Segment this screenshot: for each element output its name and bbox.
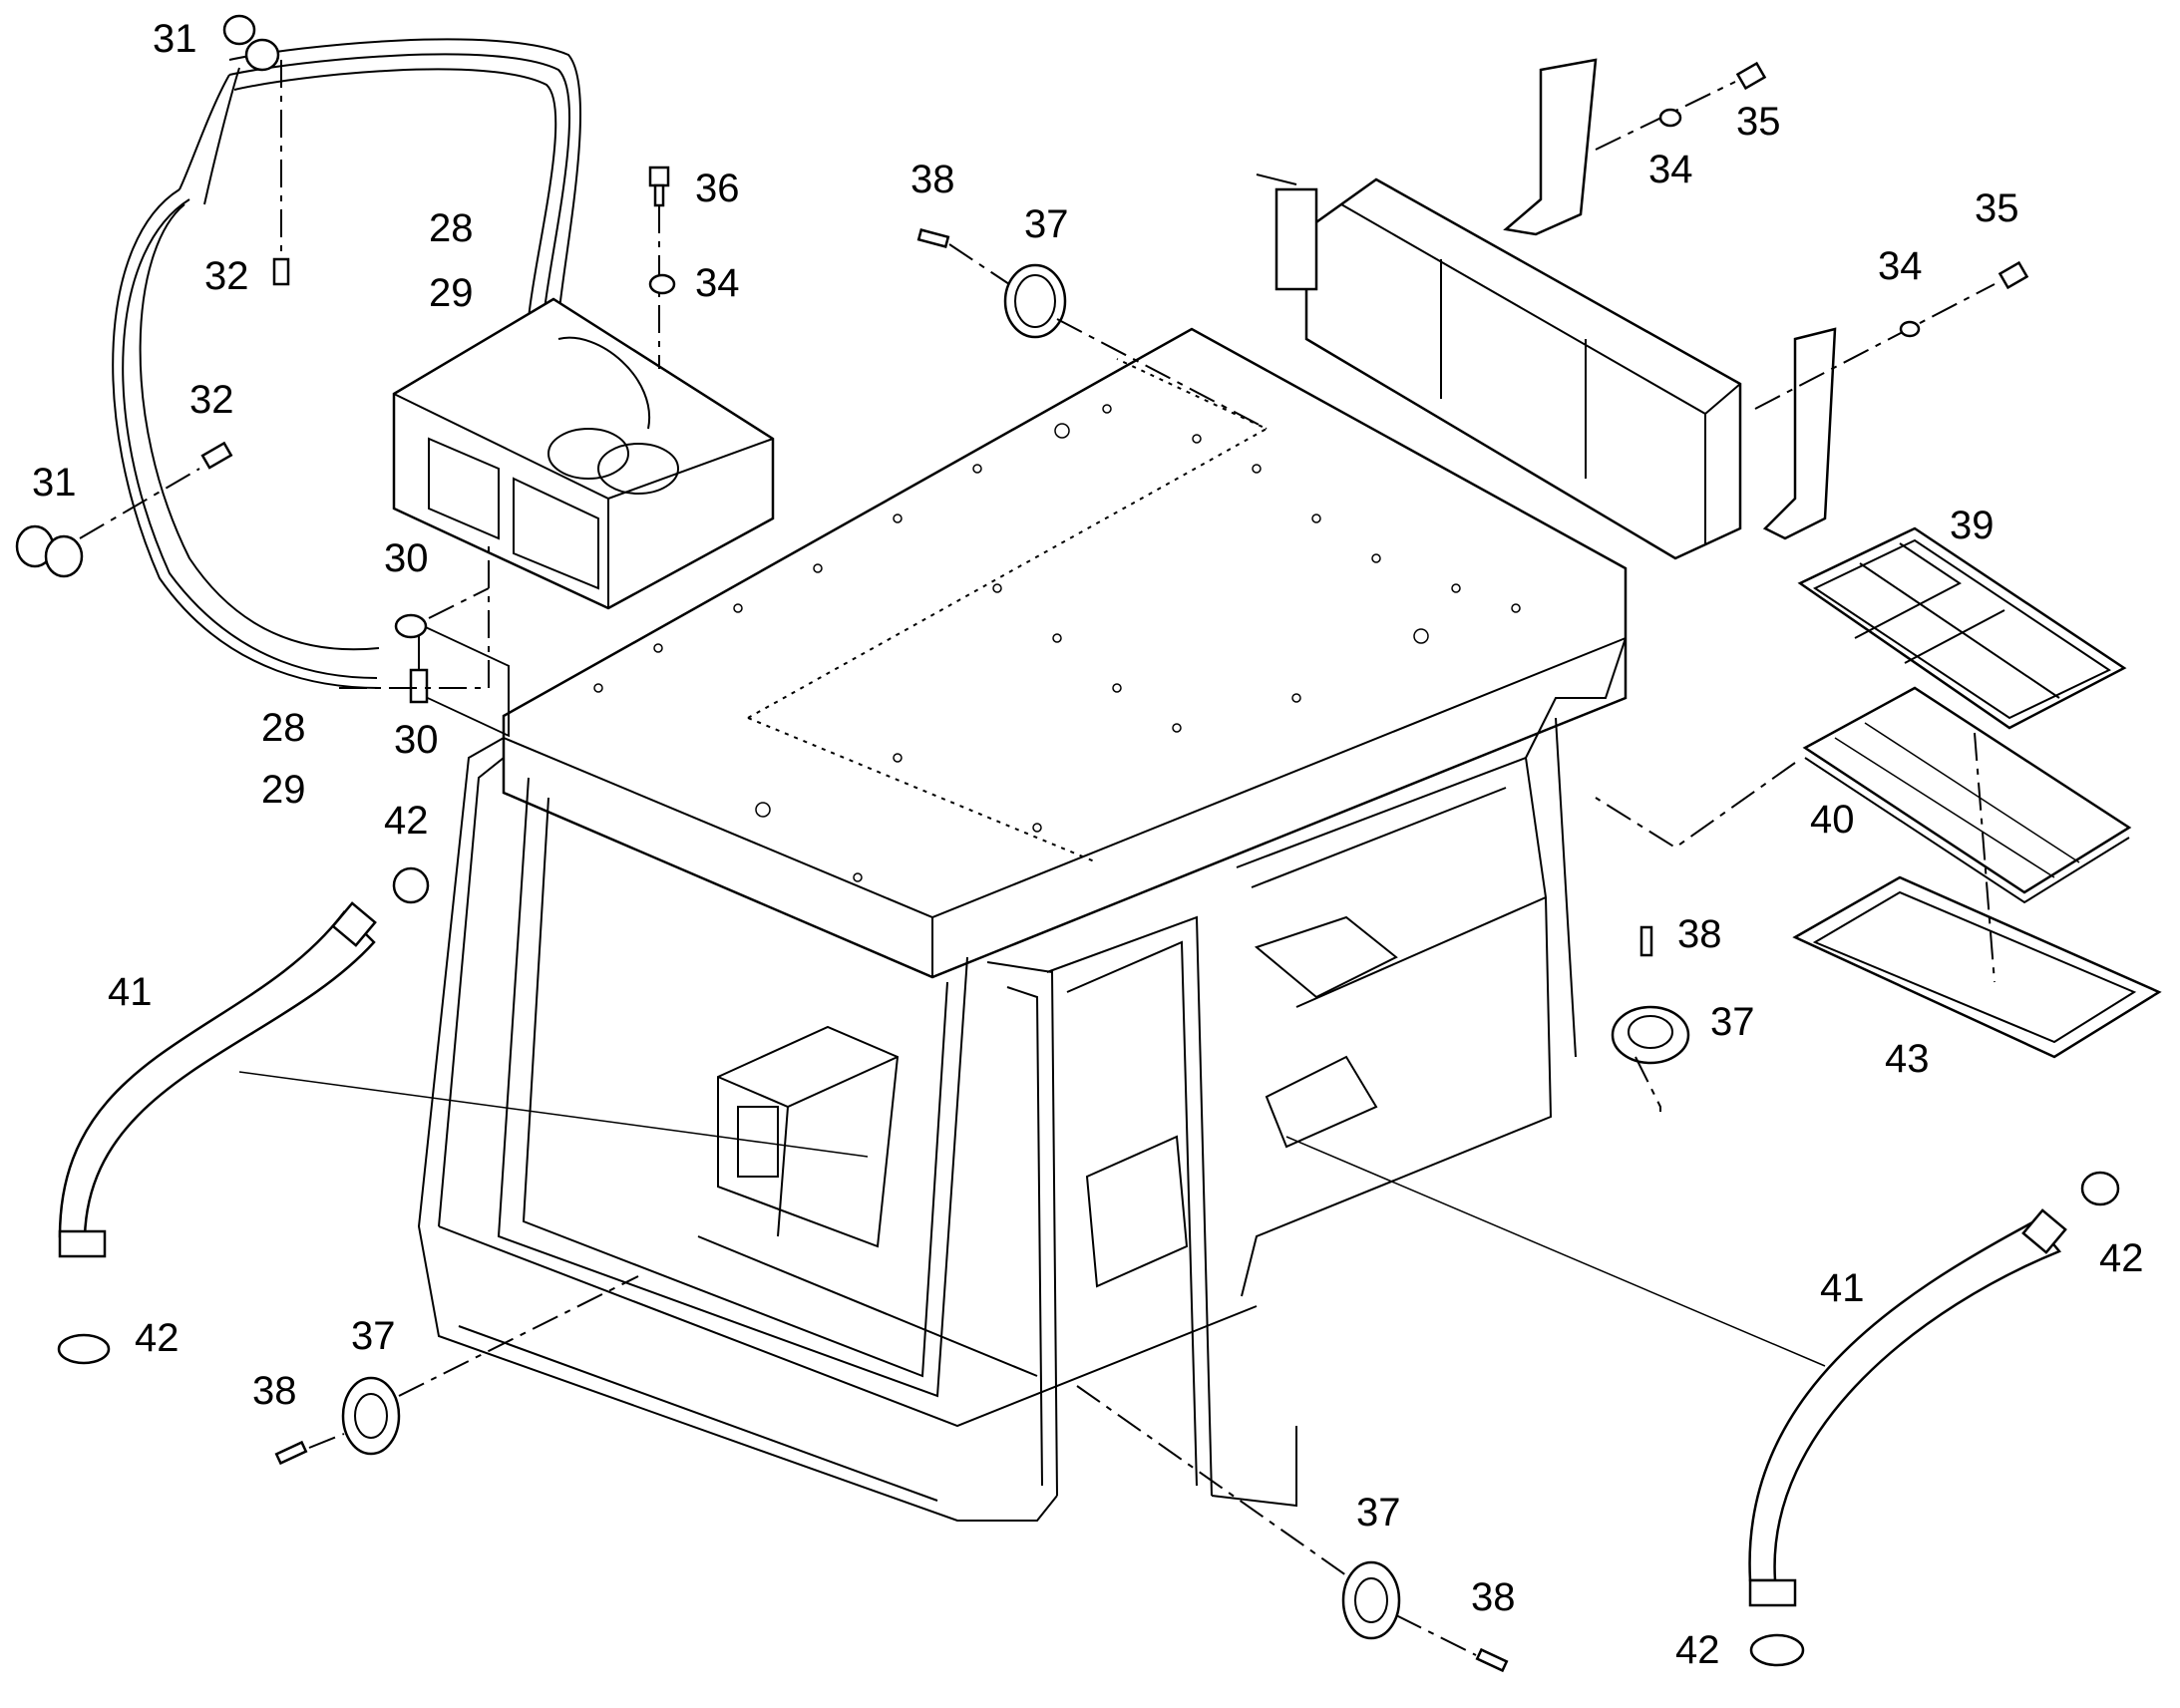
hose-41-left — [58, 901, 377, 1258]
gasket-43 — [1792, 732, 2162, 1059]
label-35-top: 35 — [1736, 100, 1781, 144]
label-30-top: 30 — [384, 536, 429, 580]
ring-42-c — [2080, 1171, 2120, 1206]
label-37-right: 37 — [1710, 1000, 1755, 1044]
label-43: 43 — [1885, 1037, 1930, 1081]
cap-37-top — [1003, 263, 1268, 430]
label-42-right: 42 — [2099, 1236, 2144, 1280]
label-32-top: 32 — [204, 254, 249, 298]
screw-38-bottom-left — [274, 1433, 345, 1466]
cab-body — [417, 327, 1628, 1522]
heater-unit — [392, 297, 775, 738]
screw-38-top — [916, 228, 1010, 285]
bracket-right — [1762, 327, 1837, 540]
label-34-right: 34 — [1878, 244, 1923, 288]
screw-32-b — [79, 441, 233, 539]
clamp-30-a — [394, 587, 490, 639]
label-34-left: 34 — [695, 261, 740, 305]
leader-41-right — [1285, 1136, 1826, 1367]
bolt-36 — [648, 166, 670, 369]
ring-42-a — [392, 866, 430, 904]
washer-34-b — [1658, 108, 1682, 128]
ring-42-d — [1749, 1633, 1805, 1667]
label-34-top-right: 34 — [1648, 148, 1693, 191]
screw-38-right — [1639, 925, 1653, 957]
leader-41-left — [238, 1071, 869, 1158]
grommet-31-top — [222, 14, 280, 72]
label-30-bottom: 30 — [394, 718, 439, 762]
part-labels: 31 32 36 28 29 34 32 31 30 28 30 29 42 4… — [32, 17, 2144, 1672]
filter-leader — [1595, 762, 1796, 850]
label-37-top: 37 — [1024, 202, 1069, 246]
ring-42-b — [57, 1333, 111, 1365]
label-38-top: 38 — [910, 158, 955, 201]
label-37-bottom-center: 37 — [1356, 1491, 1401, 1535]
label-31-top: 31 — [153, 17, 197, 61]
clamp-30-b — [339, 538, 490, 704]
label-36: 36 — [695, 167, 740, 210]
screw-32-a — [272, 60, 290, 286]
label-28-bottom: 28 — [261, 706, 306, 750]
label-38-right: 38 — [1677, 912, 1722, 956]
label-42-top-left: 42 — [384, 799, 429, 843]
label-42-bottom-right: 42 — [1675, 1628, 1720, 1672]
label-32-left: 32 — [189, 378, 234, 422]
cap-37-right — [1611, 1005, 1690, 1112]
condenser-unit — [1256, 173, 1742, 560]
grommet-31-left — [15, 524, 84, 578]
label-28-top: 28 — [429, 206, 474, 250]
washer-34-a — [648, 273, 676, 295]
label-29-bottom: 29 — [261, 768, 306, 812]
hose-41-right — [1748, 1208, 2067, 1607]
cap-37-bottom-left — [341, 1275, 639, 1456]
label-41-left: 41 — [108, 970, 153, 1014]
label-37-bottom-left: 37 — [351, 1314, 396, 1358]
label-41-right: 41 — [1820, 1266, 1865, 1310]
filter-frame-39 — [1797, 526, 2127, 730]
label-39: 39 — [1950, 504, 1995, 547]
hose-bundle — [112, 38, 582, 689]
bolt-35-right — [1754, 260, 2029, 410]
washer-34-c — [1899, 320, 1921, 338]
label-42-bottom-left: 42 — [135, 1316, 180, 1360]
label-38-bottom-left: 38 — [252, 1369, 297, 1413]
bracket-left — [1503, 58, 1598, 236]
cap-37-bottom-center — [1076, 1385, 1477, 1656]
label-29-top: 29 — [429, 271, 474, 315]
label-31-left: 31 — [32, 461, 77, 505]
label-35-right: 35 — [1975, 186, 2019, 230]
label-38-bottom-center: 38 — [1471, 1575, 1516, 1619]
label-40: 40 — [1810, 798, 1855, 842]
screw-38-bottom-center — [1475, 1647, 1509, 1673]
filter-40 — [1802, 686, 2132, 904]
